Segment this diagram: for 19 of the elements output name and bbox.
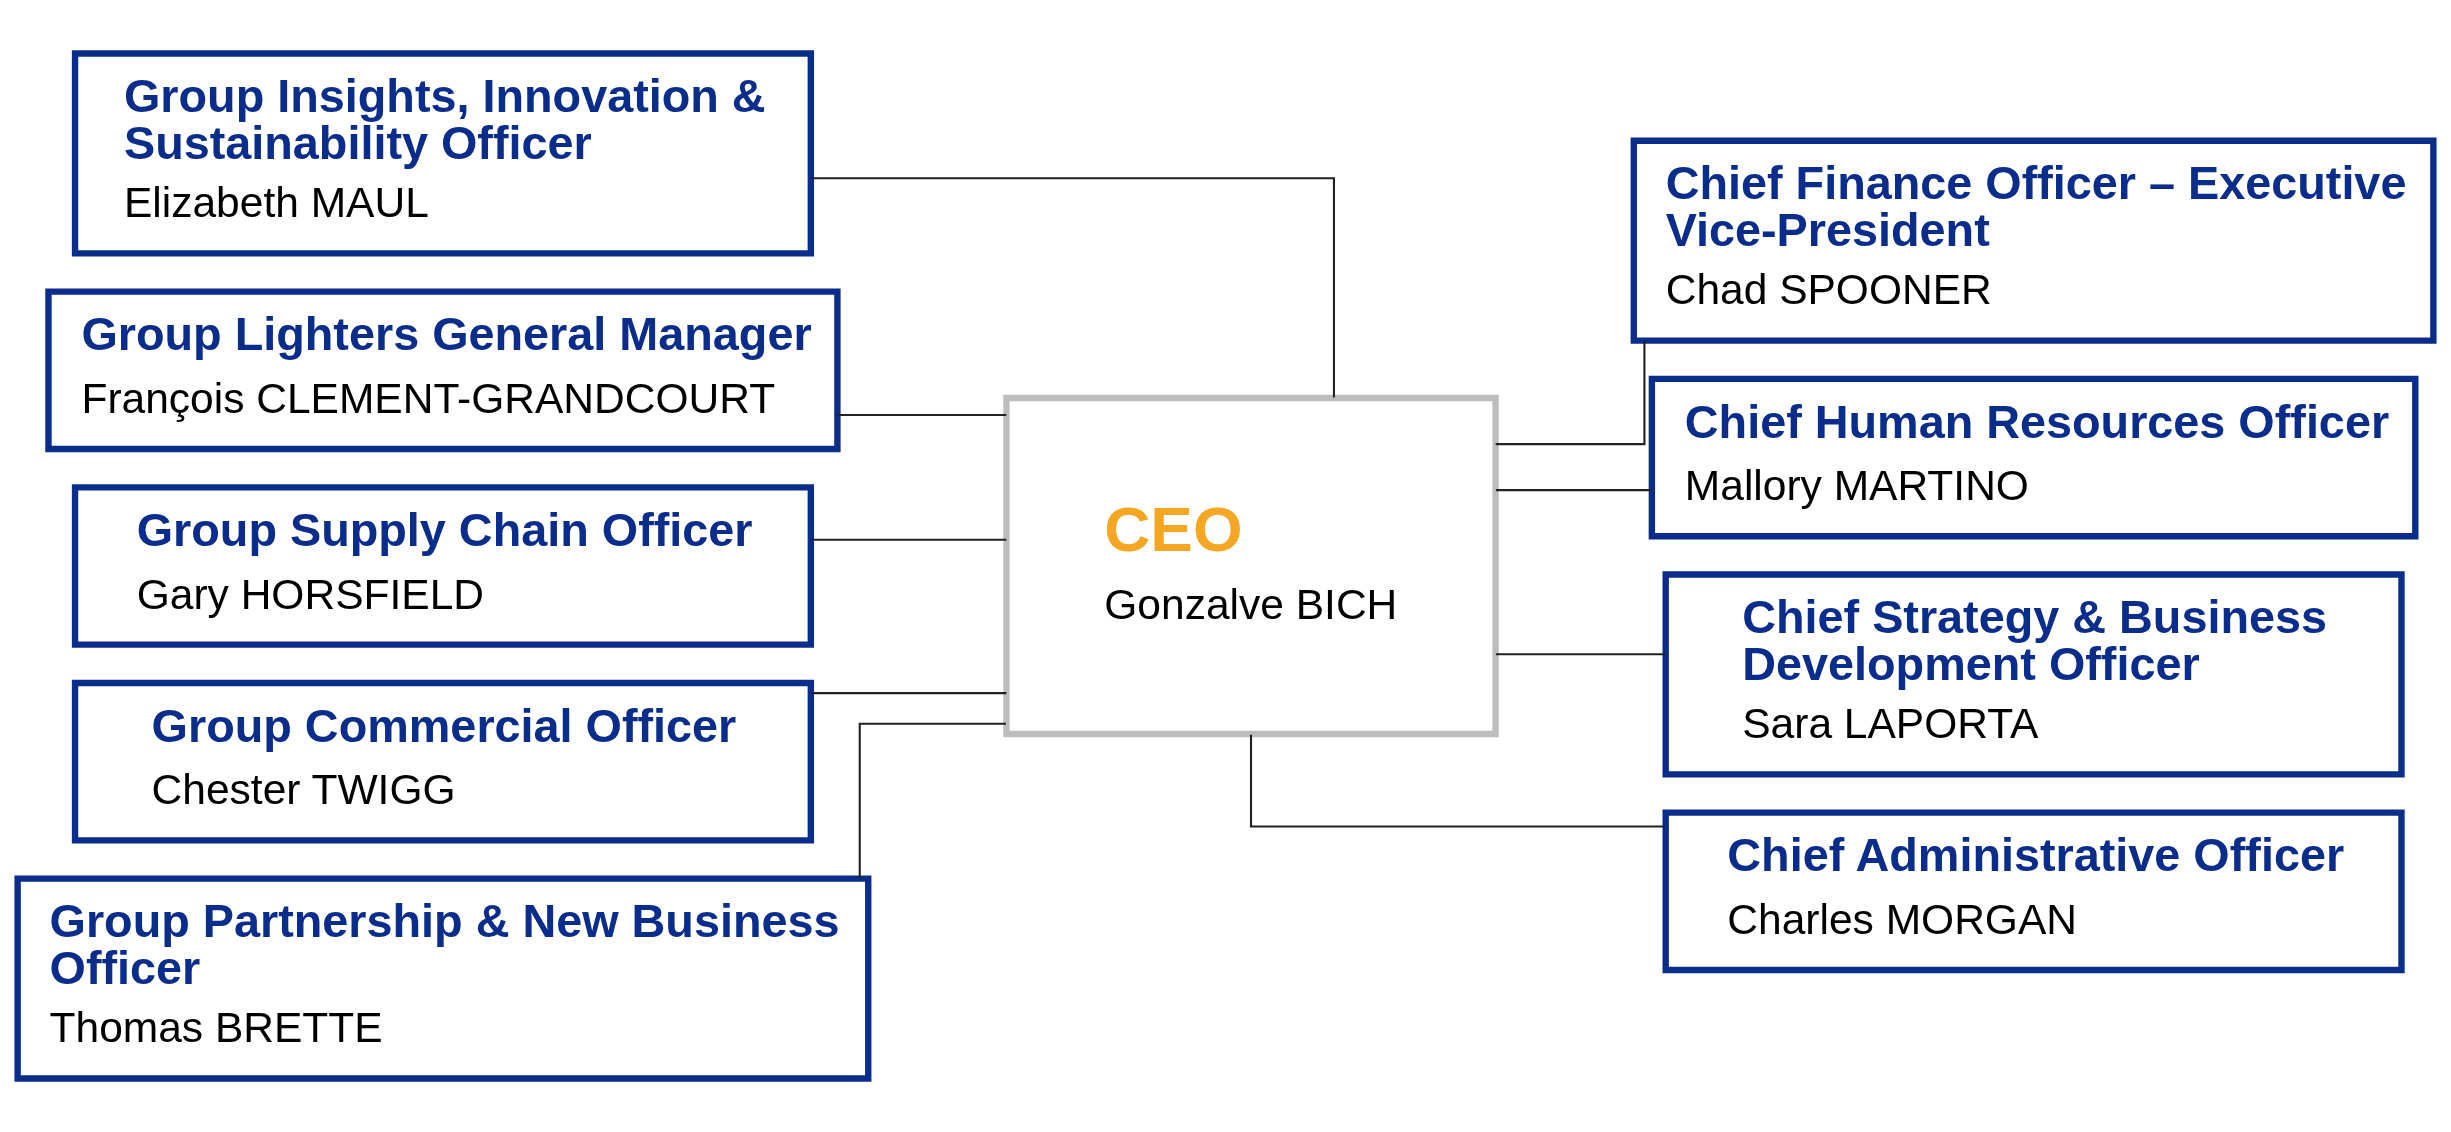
connector [811,177,1335,398]
node-box: Group Insights, Innovation & Sustainability Officer Elizabeth MAUL [71,50,815,257]
connector [1495,489,1652,492]
node-box: Chief Finance Officer – Executive Vice-President Chad SPOONER [1630,137,2437,344]
connector [1249,734,1666,828]
node-box: Group Supply Chain Officer Gary HORSFIELD [71,484,815,648]
node-box: Chief Human Resources Officer Mallory MARTINO [1648,375,2419,540]
node-box: Group Commercial Officer Chester TWIGG [71,679,815,844]
connector [837,413,1007,417]
connector [1495,653,1666,656]
node-box: CEO Gonzalve BICH [1003,394,1499,738]
node-box: Chief Administrative Officer Charles MORGAN [1662,809,2405,974]
node-box: Chief Strategy & Business Development Officer Sara LAPORTA [1662,571,2405,778]
connector [1495,341,1646,446]
connector [858,722,1006,879]
connector [811,538,1007,541]
node-box: Group Lighters General Manager François CLEMENT-GRANDCOURT [45,288,841,453]
connector [811,692,1007,695]
node-box: Group Partnership & New Business Officer Thomas BRETTE [14,875,872,1082]
